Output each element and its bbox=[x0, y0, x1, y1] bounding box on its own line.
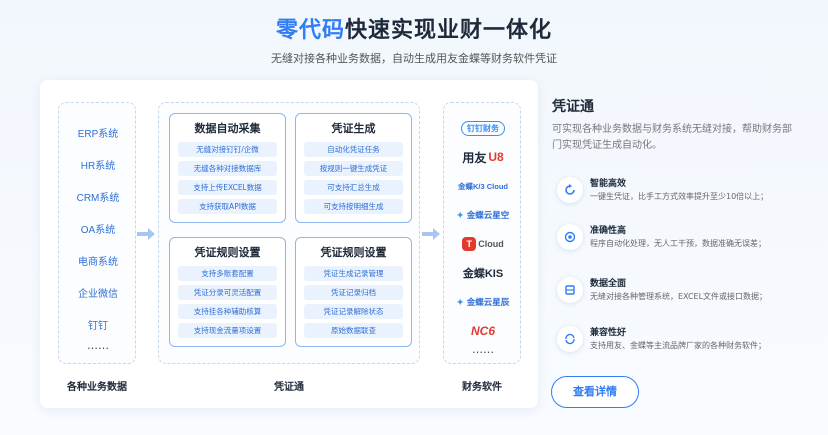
title-highlight: 零代码 bbox=[275, 18, 345, 43]
feature-desc: 程序自动化处理，无人工干预，数据准确无误差； bbox=[590, 239, 766, 248]
business-item-dingtalk: 钉钉 bbox=[88, 321, 108, 332]
feature-title: 兼容性好 bbox=[590, 328, 627, 338]
feature-title: 数据全面 bbox=[590, 279, 627, 289]
finance-software-label: 财务软件 bbox=[462, 382, 502, 393]
logo-text: Cloud bbox=[478, 239, 504, 249]
module-item: 凭证分录可灵活配置 bbox=[178, 285, 277, 300]
module-item: 原始数据联查 bbox=[304, 323, 403, 338]
title-rest: 快速实现业财一体化 bbox=[345, 18, 553, 43]
arrow-right-icon bbox=[137, 228, 155, 240]
module-title: 凭证规则设置 bbox=[320, 246, 387, 259]
target-icon bbox=[557, 224, 583, 250]
module-rule-records: 凭证规则设置 凭证生成记录管理 凭证记录归档 凭证记录解除状态 原始数据联查 bbox=[295, 237, 412, 347]
module-item: 凭证记录解除状态 bbox=[304, 304, 403, 319]
voucher-column: 数据自动采集 无缝对接钉钉/企微 无缝各种对接数据库 支持上传EXCEL数据 支… bbox=[158, 102, 420, 364]
business-more: …… bbox=[87, 339, 109, 352]
logo-text: 用友 bbox=[462, 150, 487, 165]
database-icon bbox=[557, 277, 583, 303]
kingdee-k3-logo: 金蝶K/3 Cloud bbox=[458, 181, 508, 191]
kingdee-cloud-xingchen-logo: ✦金蝶云星辰 bbox=[452, 291, 514, 313]
flow-panel: ERP系统 HR系统 CRM系统 OA系统 电商系统 企业微信 钉钉 …… 数据… bbox=[40, 80, 538, 408]
feature-desc: 支持用友、金蝶等主流品牌厂家的各种财务软件； bbox=[590, 341, 766, 350]
feature-title: 准确性高 bbox=[590, 226, 627, 236]
arrow-right-icon bbox=[422, 228, 440, 240]
business-item-crm: CRM系统 bbox=[76, 193, 120, 204]
kingdee-kis-logo: 金蝶KIS bbox=[462, 268, 504, 280]
star-icon: ✦ bbox=[456, 209, 464, 220]
module-title: 数据自动采集 bbox=[194, 122, 261, 135]
module-item: 自动化凭证任务 bbox=[304, 142, 403, 157]
module-item: 凭证记录归档 bbox=[304, 285, 403, 300]
module-item: 无缝对接钉钉/企微 bbox=[178, 142, 277, 157]
business-data-column: ERP系统 HR系统 CRM系统 OA系统 电商系统 企业微信 钉钉 …… bbox=[58, 102, 136, 364]
business-item-wecom: 企业微信 bbox=[78, 289, 118, 300]
business-data-label: 各种业务数据 bbox=[67, 382, 127, 393]
module-item: 可支持汇总生成 bbox=[304, 180, 403, 195]
business-item-ecommerce: 电商系统 bbox=[78, 257, 118, 268]
logo-text-2: U8 bbox=[488, 150, 504, 164]
finance-more: …… bbox=[472, 343, 494, 356]
dingtalk-finance-logo: 钉钉财务 bbox=[452, 117, 514, 139]
refresh-icon bbox=[557, 177, 583, 203]
view-details-button[interactable]: 查看详情 bbox=[551, 376, 639, 408]
star-icon: ✦ bbox=[456, 296, 464, 307]
feature-title: 智能高效 bbox=[590, 179, 627, 189]
t-icon: T bbox=[462, 237, 477, 251]
logo-text: 金蝶云星空 bbox=[466, 210, 510, 220]
page-title: 零代码快速实现业财一体化 bbox=[0, 12, 828, 44]
module-item: 无缝各种对接数据库 bbox=[178, 161, 277, 176]
page-subtitle: 无缝对接各种业务数据，自动生成用友金蝶等财务软件凭证 bbox=[271, 52, 557, 65]
module-item: 支持获取API数据 bbox=[178, 199, 277, 214]
sync-icon bbox=[557, 326, 583, 352]
side-description: 可实现各种业务数据与财务系统无缝对接，帮助财务部门实现凭证生成自动化。 bbox=[552, 124, 792, 151]
module-title: 凭证生成 bbox=[331, 122, 376, 135]
module-item: 按规则一键生成凭证 bbox=[304, 161, 403, 176]
module-item: 支持挂各种辅助核算 bbox=[178, 304, 277, 319]
nc6-logo: NC6 bbox=[470, 324, 495, 338]
business-item-erp: ERP系统 bbox=[77, 129, 119, 140]
module-data-collection: 数据自动采集 无缝对接钉钉/企微 无缝各种对接数据库 支持上传EXCEL数据 支… bbox=[169, 113, 286, 223]
module-item: 支持多账套配置 bbox=[178, 266, 277, 281]
business-item-oa: OA系统 bbox=[80, 225, 116, 236]
module-title: 凭证规则设置 bbox=[194, 246, 261, 259]
module-rule-settings: 凭证规则设置 支持多账套配置 凭证分录可灵活配置 支持挂各种辅助核算 支持现金流… bbox=[169, 237, 286, 347]
module-item: 可支持按明细生成 bbox=[304, 199, 403, 214]
voucher-label: 凭证通 bbox=[274, 382, 304, 393]
business-item-hr: HR系统 bbox=[80, 161, 116, 172]
side-title: 凭证通 bbox=[552, 99, 594, 115]
logo-text: 钉钉财务 bbox=[461, 120, 505, 136]
module-item: 支持上传EXCEL数据 bbox=[178, 180, 277, 195]
module-voucher-generation: 凭证生成 自动化凭证任务 按规则一键生成凭证 可支持汇总生成 可支持按明细生成 bbox=[295, 113, 412, 223]
logo-text: 金蝶云星辰 bbox=[466, 297, 510, 307]
feature-desc: 无缝对接各种管理系统，EXCEL文件或接口数据； bbox=[590, 292, 768, 301]
module-item: 支持现金流量项设置 bbox=[178, 323, 277, 338]
kingdee-cloud-star-logo: ✦金蝶云星空 bbox=[452, 204, 514, 226]
module-item: 凭证生成记录管理 bbox=[304, 266, 403, 281]
feature-desc: 一键生凭证，比手工方式效率提升至少10倍以上； bbox=[590, 192, 769, 201]
